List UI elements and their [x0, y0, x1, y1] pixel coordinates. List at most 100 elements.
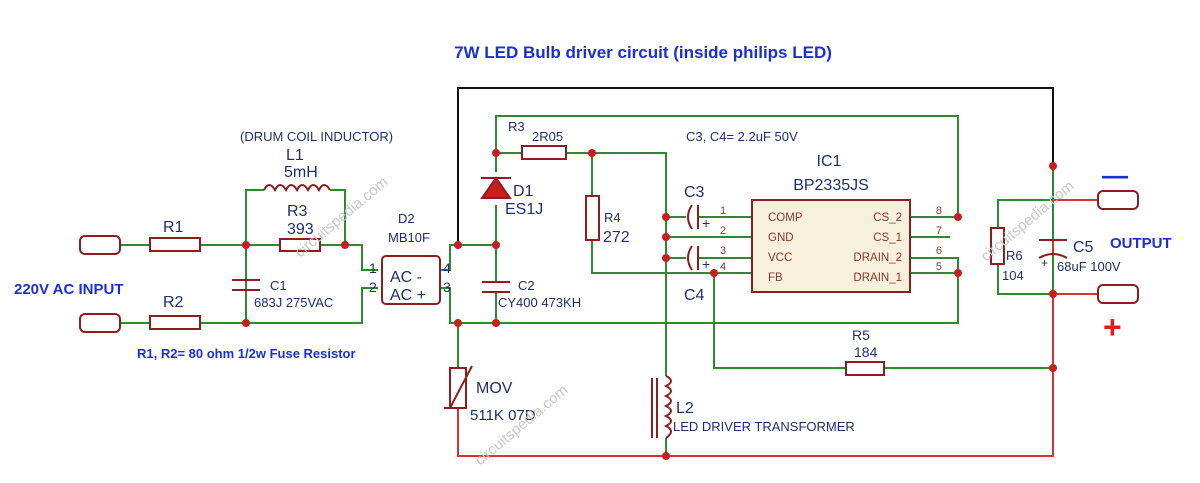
r3-393-resistor — [279, 238, 321, 252]
r3-393-value: 393 — [287, 221, 314, 238]
ic1-pin2-num: 2 — [720, 225, 726, 237]
watermark-right: circuitspedia.com — [978, 178, 1078, 266]
wire-positive-return — [457, 230, 1054, 457]
mov-ref: MOV — [476, 380, 513, 397]
d2-pin3: 3 — [443, 279, 451, 295]
wire-negative-rail — [457, 87, 1054, 245]
ic1-value: BP2335JS — [793, 177, 869, 194]
ic1-pin6-num: 6 — [936, 245, 942, 257]
ic1-ref: IC1 — [817, 153, 842, 170]
ic1-pin7-num: 7 — [936, 225, 942, 237]
l1-inductor — [263, 184, 331, 193]
input-label: 220V AC INPUT — [14, 281, 123, 298]
r6-value: 104 — [1002, 268, 1024, 283]
r6-resistor — [990, 227, 1005, 265]
l2-ref: L2 — [676, 400, 694, 417]
r6-ref: R6 — [1006, 248, 1023, 263]
wire-to-d2-pin2 — [246, 287, 378, 324]
wire-ic-right-pins — [910, 216, 959, 274]
input-connector-bottom — [79, 313, 121, 333]
ic1-pin5-name: DRAIN_1 — [853, 272, 902, 284]
r5-resistor — [845, 361, 885, 376]
c3-ref: C3 — [684, 184, 705, 201]
c1-ref: C1 — [270, 278, 287, 293]
d2-ac-minus: AC - — [390, 269, 422, 286]
r5-ref: R5 — [852, 327, 870, 343]
mov-value: 511K 07D — [470, 407, 536, 424]
r4-value: 272 — [603, 229, 630, 246]
cap-note: C3, C4= 2.2uF 50V — [686, 129, 798, 144]
c2-ref: C2 — [518, 278, 535, 293]
ic1-pin1-num: 1 — [720, 205, 726, 217]
ic1-pin7-name: CS_1 — [873, 232, 902, 244]
ic1-pin4-name: FB — [768, 272, 783, 284]
input-connector-top — [79, 235, 121, 255]
c5-plate-curved — [1038, 253, 1068, 259]
wire-fb-r5 — [713, 273, 1053, 369]
c5-value: 68uF 100V — [1057, 259, 1121, 274]
mov-slash — [444, 365, 473, 409]
ic1-pin8-name: CS_2 — [873, 212, 902, 224]
wire-d1-column — [495, 115, 959, 323]
r1-resistor — [149, 237, 201, 252]
junction-dots — [242, 149, 1057, 460]
l1-ref: L1 — [286, 147, 304, 164]
wire-r6-loop — [997, 199, 1053, 295]
wire-c3-c4 — [666, 216, 714, 259]
ic1-pin3-name: VCC — [768, 252, 792, 264]
wire-l1-network — [245, 189, 378, 323]
output-label: OUTPUT — [1110, 235, 1172, 252]
c3-plus: + — [702, 215, 710, 231]
c2-value: CY400 473KH — [498, 295, 581, 310]
r3-393-ref: R3 — [287, 203, 308, 220]
ic1-pin8-num: 8 — [936, 205, 942, 217]
r3-2r05-value: 2R05 — [532, 129, 563, 144]
mov-body — [449, 367, 467, 409]
ic1-pin5-num: 5 — [936, 261, 942, 273]
r3-2r05-ref: R3 — [508, 119, 525, 134]
l1-value: 5mH — [284, 164, 318, 181]
ic1-pin6-name: DRAIN_2 — [853, 252, 902, 264]
c1-value: 683J 275VAC — [254, 295, 333, 310]
output-plus-sign: + — [1103, 309, 1122, 345]
d1-value: ES1J — [505, 201, 543, 218]
l2-transformer-coil — [663, 375, 672, 439]
d2-pin1: 1 — [369, 260, 377, 276]
drum-note: (DRUM COIL INDUCTOR) — [240, 129, 393, 144]
d2-ref: D2 — [398, 211, 415, 226]
output-minus-sign: — — [1102, 160, 1128, 190]
r2-label: R2 — [163, 294, 184, 311]
r1-label: R1 — [163, 219, 184, 236]
diagram-title: 7W LED Bulb driver circuit (inside phili… — [454, 43, 832, 62]
c5-plus: + — [1041, 256, 1048, 270]
ic1-pin1-name: COMP — [768, 212, 803, 224]
wire-r3-2r05 — [496, 152, 667, 372]
c4-plate-curved — [687, 245, 693, 271]
d2-pin2: 2 — [369, 279, 377, 295]
ic1-pin3-num: 3 — [720, 245, 726, 257]
fuse-note: R1, R2= 80 ohm 1/2w Fuse Resistor — [137, 346, 356, 361]
c3-plate-curved — [687, 204, 693, 230]
d1-ref: D1 — [513, 183, 534, 200]
l2-value: LED DRIVER TRANSFORMER — [673, 419, 855, 434]
c5-ref: C5 — [1073, 239, 1094, 256]
wire-ic-left-pins — [714, 216, 752, 274]
ic1-pin2-name: GND — [768, 232, 794, 244]
c4-plus: + — [702, 256, 710, 272]
c4-ref: C4 — [684, 287, 705, 304]
r4-ref: R4 — [604, 210, 621, 225]
d2-pin4: 4 — [443, 260, 451, 276]
r3-2r05-resistor — [521, 145, 567, 160]
ic1-body — [751, 199, 911, 293]
d2-ac-plus: AC + — [390, 287, 426, 304]
d2-bridge-body — [381, 255, 441, 305]
d1-diode-triangle — [480, 176, 512, 199]
r2-resistor — [149, 315, 201, 330]
r4-resistor — [585, 195, 600, 241]
wire-r4 — [591, 153, 714, 274]
r5-value: 184 — [854, 344, 878, 360]
d2-value: MB10F — [388, 230, 430, 245]
ic1-pin4-num: 4 — [720, 261, 726, 273]
output-connector-positive — [1097, 284, 1139, 304]
